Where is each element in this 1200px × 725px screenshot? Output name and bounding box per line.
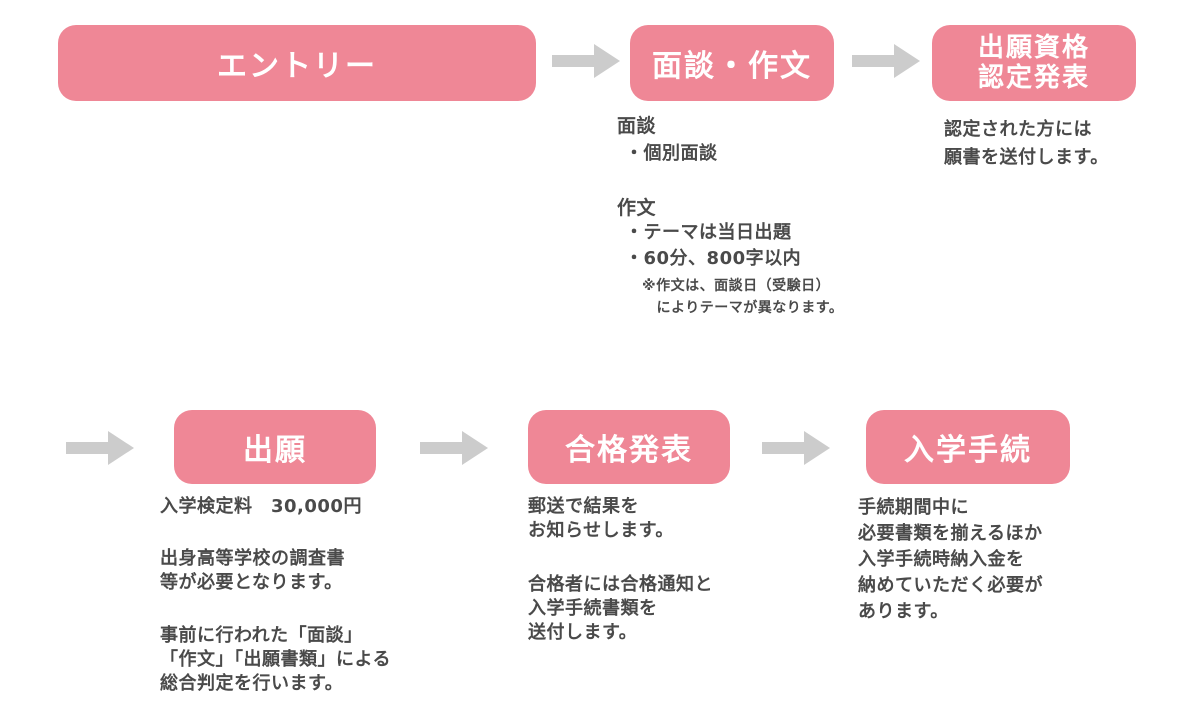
essay-item-2: ・60分、800字以内 (625, 248, 802, 269)
right-arrow-icon (762, 431, 830, 465)
application-judge: 事前に行われた「面談」 「作文」「出願書類」による 総合判定を行います。 (160, 625, 391, 694)
step-enrollment-label: 入学手続 (904, 433, 1032, 468)
interview-heading: 面談 (617, 115, 657, 137)
essay-item-1: ・テーマは当日出題 (625, 222, 792, 243)
step-interview: 面談・作文 (630, 25, 834, 101)
essay-heading: 作文 (617, 197, 657, 219)
essay-note: ※作文は、面談日（受験日） によりテーマが異なります。 (642, 278, 844, 316)
right-arrow-icon (66, 431, 134, 465)
qualification-text: 認定された方には 願書を送付します。 (944, 119, 1109, 168)
step-result: 合格発表 (528, 410, 730, 484)
result-text-2: 合格者には合格通知と 入学手続書類を 送付します。 (528, 574, 713, 643)
step-application-label: 出願 (243, 433, 307, 468)
step-entry: エントリー (58, 25, 536, 101)
right-arrow-icon (420, 431, 488, 465)
step-interview-label: 面談・作文 (652, 49, 812, 84)
step-qualification-label: 出願資格 認定発表 (977, 33, 1090, 93)
result-text-1: 郵送で結果を お知らせします。 (528, 496, 674, 541)
right-arrow-icon (852, 44, 920, 78)
interview-item: ・個別面談 (625, 143, 718, 164)
enrollment-text: 手続期間中に 必要書類を揃えるほか 入学手続時納入金を 納めていただく必要が あ… (858, 497, 1043, 622)
application-docs: 出身高等学校の調査書 等が必要となります。 (160, 548, 345, 593)
application-fee: 入学検定料 30,000円 (160, 496, 362, 517)
step-entry-label: エントリー (217, 49, 377, 84)
right-arrow-icon (552, 44, 620, 78)
step-enrollment: 入学手続 (866, 410, 1070, 484)
step-result-label: 合格発表 (565, 433, 693, 468)
step-application: 出願 (174, 410, 376, 484)
step-qualification: 出願資格 認定発表 (932, 25, 1136, 101)
